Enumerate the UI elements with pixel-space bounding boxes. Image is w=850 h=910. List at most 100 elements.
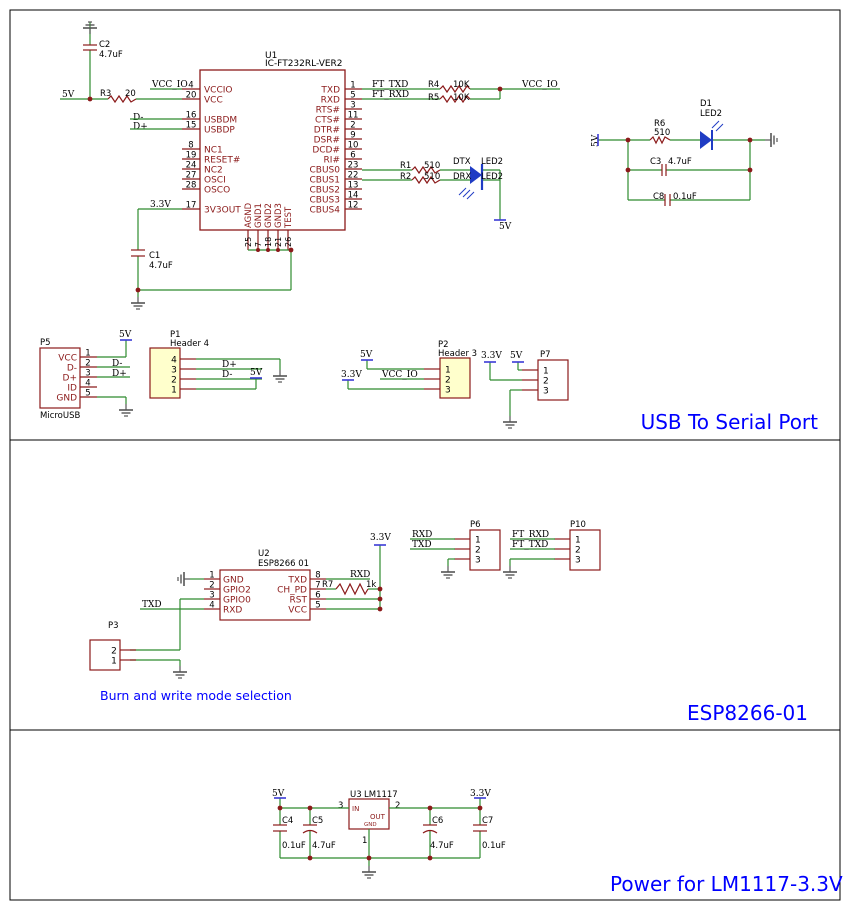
u2-left-pin-name: GPIO2: [223, 586, 251, 596]
r6-body: [649, 135, 671, 145]
junction: [366, 855, 372, 861]
net-3v3-p2: 3.3V: [341, 370, 362, 380]
section-title-usb: USB To Serial Port: [641, 410, 819, 434]
net-txd-u2: TXD: [142, 600, 162, 610]
p1-ref: P1: [170, 330, 181, 340]
u2-left-pin-name: GPIO0: [223, 596, 251, 606]
net-5v-top: 5V: [62, 90, 75, 100]
u1-bottom-pin-number: 21: [274, 237, 283, 247]
p10-pin-number: 1: [575, 536, 581, 546]
u1-right-pin-name: RI#: [324, 156, 340, 166]
junction: [625, 137, 631, 143]
u2-part: ESP8266 01: [258, 559, 309, 569]
r1-body: [411, 165, 441, 175]
u1-bottom-pin-number: 26: [284, 237, 293, 247]
u1-left-pin-number: 24: [186, 161, 197, 171]
u1-right-pin-name: CTS#: [315, 116, 340, 126]
r7-ref: R7: [322, 580, 333, 590]
net-ft-rxd: FT_RXD: [372, 90, 409, 100]
u2-left-pin-name: GND: [223, 576, 244, 586]
p5-wires: [97, 340, 130, 404]
u3-lm1117: U3 LM1117 IN OUT GND 3 2 1: [338, 790, 400, 846]
r6-value: 510: [654, 128, 670, 138]
p2-pin-number: 1: [445, 366, 451, 376]
gnd-p10: [502, 565, 518, 579]
u1-right-pin-number: 1: [350, 81, 355, 91]
u1-left-pin-number: 19: [186, 151, 197, 161]
r7-body: [335, 582, 369, 596]
net-dplus-u1: D+: [133, 122, 148, 132]
junction: [288, 247, 294, 253]
u2-right-pin-number: 7: [315, 581, 320, 591]
u1-left-pin-name: 3V3OUT: [204, 206, 241, 216]
u1-left-pin-number: 20: [186, 91, 197, 101]
d1-value: LED2: [700, 109, 722, 119]
u1-right-pin-number: 22: [348, 171, 359, 181]
p3-ref: P3: [108, 621, 119, 631]
u3-pin-out-num: 2: [395, 801, 400, 811]
net-dminus-p1: D-: [222, 370, 232, 380]
p5-pin-name: D+: [63, 374, 77, 384]
junction: [256, 248, 260, 252]
net-vccio-p2: VCC_IO: [381, 370, 418, 380]
burn-mode-note: Burn and write mode selection: [100, 688, 292, 703]
dtx-value: LED2: [481, 157, 503, 167]
r1-ref: R1: [400, 161, 411, 171]
u2-right-pin-number: 8: [315, 571, 320, 581]
u1-right-pin-number: 13: [348, 181, 359, 191]
net-dminus-u1: D-: [133, 113, 143, 123]
p6-header: P6 123: [454, 520, 501, 571]
c4-ref: C4: [282, 816, 293, 826]
net-rxd-p6: RXD: [412, 530, 432, 540]
junction: [377, 606, 383, 612]
junction: [625, 167, 631, 173]
r4-body: [439, 84, 471, 94]
u1-bottom-pin-name: GND1: [254, 203, 264, 228]
c2-ref: C2: [99, 40, 110, 50]
u1-right-pin-number: 2: [350, 121, 355, 131]
u1-right-pin-name: RTS#: [316, 106, 340, 116]
r1-value: 510: [424, 161, 440, 171]
net-ft-rxd-p10: FT_RXD: [512, 530, 549, 540]
net-5v-p1: 5V: [250, 368, 263, 378]
junction: [87, 96, 93, 102]
u1-left-pin-name: OSCO: [204, 186, 230, 196]
junction: [477, 805, 483, 811]
p10-pin-number: 2: [575, 546, 581, 556]
p10-header: P10 123: [554, 520, 601, 571]
u2-left-pin-name: RXD: [223, 606, 242, 616]
u1-passives: [83, 44, 671, 257]
u1-right-pin-number: 9: [350, 131, 355, 141]
c6-ref: C6: [432, 816, 443, 826]
junction: [497, 86, 503, 92]
p2-ref: P2: [438, 340, 449, 350]
u1-right-pin-name: CBUS4: [310, 206, 341, 216]
net-vccio-r4: VCC_IO: [521, 80, 558, 90]
p7-pin-number: 2: [543, 377, 549, 387]
p6-pin-number: 2: [475, 546, 481, 556]
r4-ref: R4: [428, 80, 439, 90]
junction: [277, 805, 283, 811]
p5-pin-number: 3: [85, 369, 90, 379]
u1-left-pin-number: 16: [186, 111, 197, 121]
r5-value: 10K: [453, 93, 470, 103]
c4-value: 0.1uF: [282, 841, 306, 851]
u1-right-pin-number: 5: [350, 91, 355, 101]
r3-ref: R3: [100, 89, 111, 99]
u1-dminus-wires: [130, 118, 182, 130]
gnd-p7: [502, 415, 518, 429]
net-ft-txd-p10: FT_TXD: [512, 540, 548, 550]
p7-wires: [489, 362, 522, 416]
u1-right-pin-name: RXD: [321, 96, 340, 106]
c3-ref: C3: [650, 157, 661, 167]
p3-header: P3 21: [89, 621, 136, 671]
u1-right-pin-number: 23: [348, 161, 359, 171]
gnd-u2: [177, 571, 191, 587]
c7-ref: C7: [482, 816, 493, 826]
u2-wires: [130, 545, 381, 666]
u1-bottom-pin-number: 18: [264, 237, 273, 247]
drx-ref: DRX: [453, 172, 471, 182]
p5-pin-number: 5: [85, 389, 90, 399]
